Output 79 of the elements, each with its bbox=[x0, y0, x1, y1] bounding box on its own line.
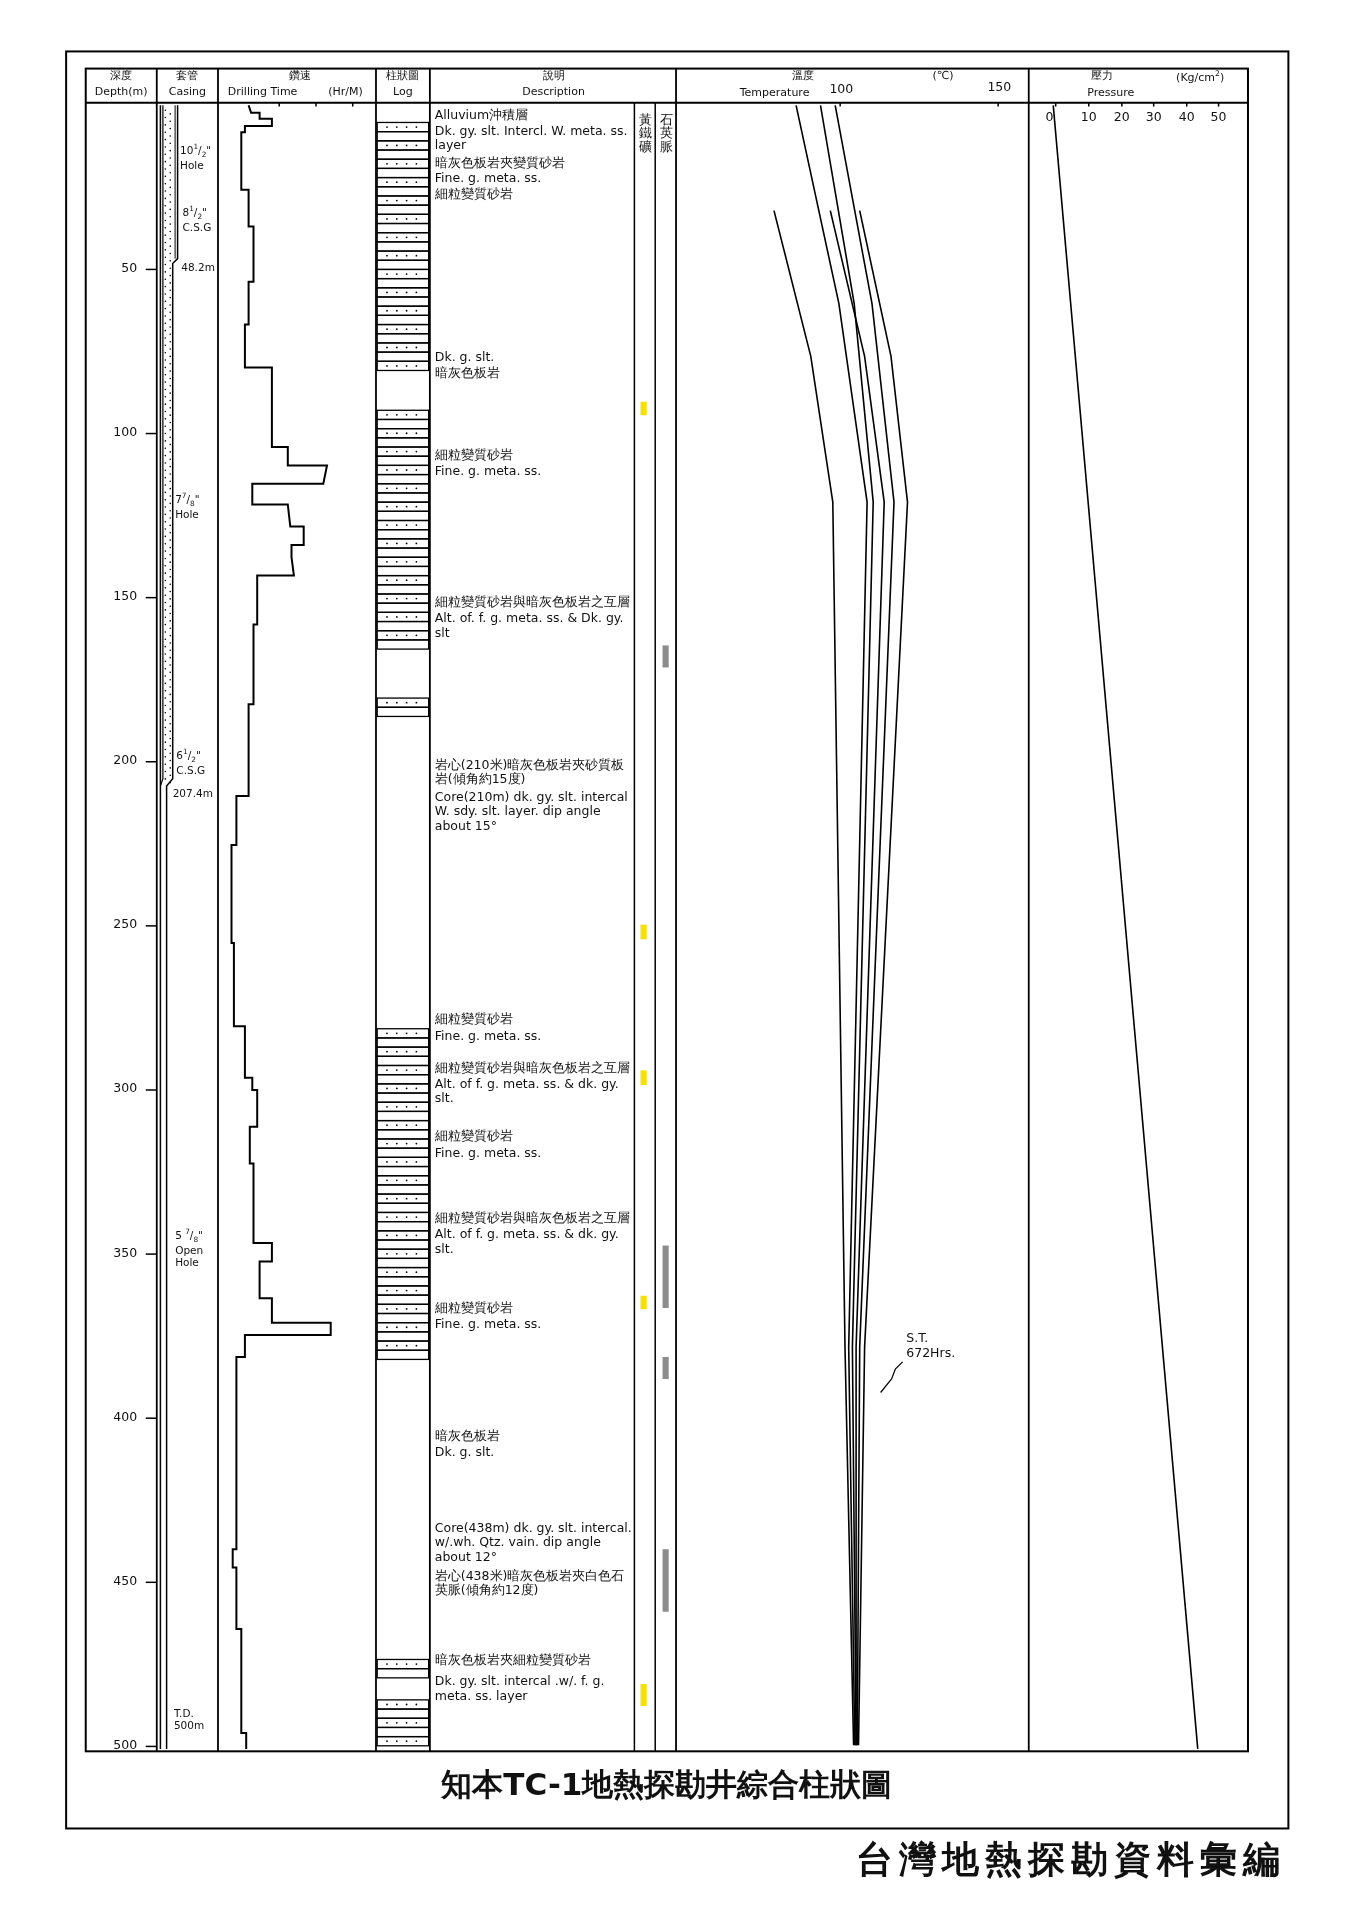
column-header: Drilling Time bbox=[227, 85, 299, 99]
description-text: 細粒變質砂岩 bbox=[434, 1011, 514, 1026]
description-text: 細粒變質砂岩 bbox=[434, 448, 514, 463]
column-header: 壓力 bbox=[1090, 69, 1115, 83]
axis-tick-label: 150 bbox=[986, 79, 1013, 94]
description-text: Alt. of f. g. meta. ss. & dk. gy. slt. bbox=[434, 1076, 620, 1106]
column-header: Temperature bbox=[739, 86, 811, 100]
column-header: Pressure bbox=[1086, 86, 1136, 100]
description-text: Fine. g. meta. ss. bbox=[434, 1316, 543, 1331]
description-text: 細粒變質砂岩 bbox=[434, 187, 514, 202]
casing-label: 207.4m bbox=[172, 787, 213, 800]
axis-tick-label: 10 bbox=[1079, 110, 1098, 125]
description-text: Alluvium沖積層 bbox=[434, 107, 530, 123]
column-header: 黃鐵礦 bbox=[638, 112, 653, 154]
title-text: 知本TC-1地熱探勘井綜合柱狀圖 bbox=[440, 1767, 894, 1803]
axis-tick-label: 30 bbox=[1144, 110, 1163, 125]
description-text: Fine. g. meta. ss. bbox=[434, 1146, 543, 1161]
leader-line bbox=[880, 1361, 904, 1394]
casing-label: 6$^{1}$/$_{2}$" C.S.G bbox=[176, 748, 207, 777]
depth-label: 300 bbox=[112, 1081, 138, 1096]
depth-label: 100 bbox=[112, 424, 138, 440]
caption-text: 台灣地熱探勘資料彙編 bbox=[854, 1839, 1286, 1883]
annotation-text: S.T. 672Hrs. bbox=[906, 1331, 970, 1360]
description-text: 細粒變質砂岩與暗灰色板岩之互層 bbox=[434, 1060, 631, 1075]
description-text: 岩心(438米)暗灰色板岩夾白色石英脈(傾角約12度) bbox=[434, 1568, 626, 1598]
temperature-curve bbox=[857, 209, 909, 1746]
column-header: Log bbox=[392, 85, 414, 99]
description-text: Dk. gy. slt. intercal .w/. f. g. meta. ss. layer bbox=[434, 1674, 606, 1703]
casing-label: 8$^{1}$/$_{2}$" C.S.G bbox=[182, 204, 213, 233]
description-text: 暗灰色板岩夾變質砂岩 bbox=[434, 155, 566, 170]
depth-label: 50 bbox=[120, 260, 138, 276]
depth-label: 200 bbox=[112, 753, 138, 768]
description-text: Fine. g. meta. ss. bbox=[434, 1028, 543, 1044]
column-header: 石英脈 bbox=[659, 112, 674, 154]
description-text: 細粒變質砂岩 bbox=[434, 1129, 514, 1144]
column-header: Depth(m) bbox=[93, 85, 149, 99]
axis-tick-label: 40 bbox=[1177, 110, 1196, 125]
column-header: 柱狀圖 bbox=[385, 69, 421, 83]
casing-label: 10$^{1}$/$_{2}$" Hole bbox=[180, 143, 213, 172]
description-text: Dk. g. slt. bbox=[434, 350, 496, 365]
depth-label: 400 bbox=[112, 1409, 138, 1424]
axis-tick-label: 20 bbox=[1112, 110, 1131, 125]
description-text: Core(438m) dk. gy. slt. intercal. w/.wh. Qtz. vain. dip angle about 12° bbox=[434, 1521, 633, 1565]
description-text: Alt. of f. g. meta. ss. & dk. gy. slt. bbox=[434, 1227, 620, 1256]
column-header: (℃) bbox=[931, 69, 955, 83]
depth-label: 500 bbox=[112, 1737, 138, 1753]
axis-tick-label: 50 bbox=[1209, 110, 1228, 125]
description-text: Fine. g. meta. ss. bbox=[434, 464, 543, 479]
description-text: Dk. g. slt. bbox=[434, 1445, 496, 1460]
description-text: 暗灰色板岩 bbox=[434, 366, 501, 381]
column-header: Casing bbox=[167, 85, 207, 99]
description-text: Fine. g. meta. ss. bbox=[434, 171, 543, 186]
description-text: 細粒變質砂岩與暗灰色板岩之互層 bbox=[434, 595, 631, 610]
column-header: 鑽速 bbox=[288, 69, 313, 83]
description-text: Core(210m) dk. gy. slt. intercal W. sdy. slt. layer. dip angle about 15° bbox=[434, 789, 629, 834]
column-header: Description bbox=[521, 85, 586, 99]
casing-label: 7$^{7}$/$_{8}$" Hole bbox=[175, 492, 201, 521]
column-header: 說明 bbox=[541, 69, 566, 83]
description-text: 暗灰色板岩 bbox=[434, 1429, 501, 1444]
description-text: Dk. gy. slt. Intercl. W. meta. ss. layer bbox=[434, 123, 629, 153]
depth-label: 250 bbox=[112, 917, 138, 932]
description-text: 細粒變質砂岩 bbox=[434, 1300, 514, 1315]
axis-tick-label: 100 bbox=[828, 82, 855, 97]
column-header: 深度 bbox=[109, 69, 134, 83]
casing-label: 5 $^{7}$/$_{8}$" Open Hole bbox=[175, 1228, 205, 1269]
column-header: 套管 bbox=[175, 69, 200, 83]
description-text: 暗灰色板岩夾細粒變質砂岩 bbox=[434, 1653, 592, 1668]
axis-tick-label: 0 bbox=[1044, 110, 1055, 125]
description-text: Alt. of. f. g. meta. ss. & Dk. gy. slt bbox=[434, 611, 625, 640]
column-header: 溫度 bbox=[791, 69, 816, 83]
column-header: (Hr/M) bbox=[328, 85, 364, 99]
casing-label: 48.2m bbox=[181, 260, 215, 273]
description-text: 岩心(210米)暗灰色板岩夾砂質板岩(傾角約15度) bbox=[434, 758, 626, 787]
casing-label: T.D. 500m bbox=[173, 1707, 206, 1732]
description-text: 細粒變質砂岩與暗灰色板岩之互層 bbox=[434, 1211, 631, 1226]
depth-label: 150 bbox=[112, 589, 138, 604]
depth-label: 350 bbox=[112, 1245, 138, 1260]
column-header: (Kg/cm$^{2}$) bbox=[1175, 69, 1226, 85]
depth-label: 450 bbox=[112, 1573, 138, 1589]
